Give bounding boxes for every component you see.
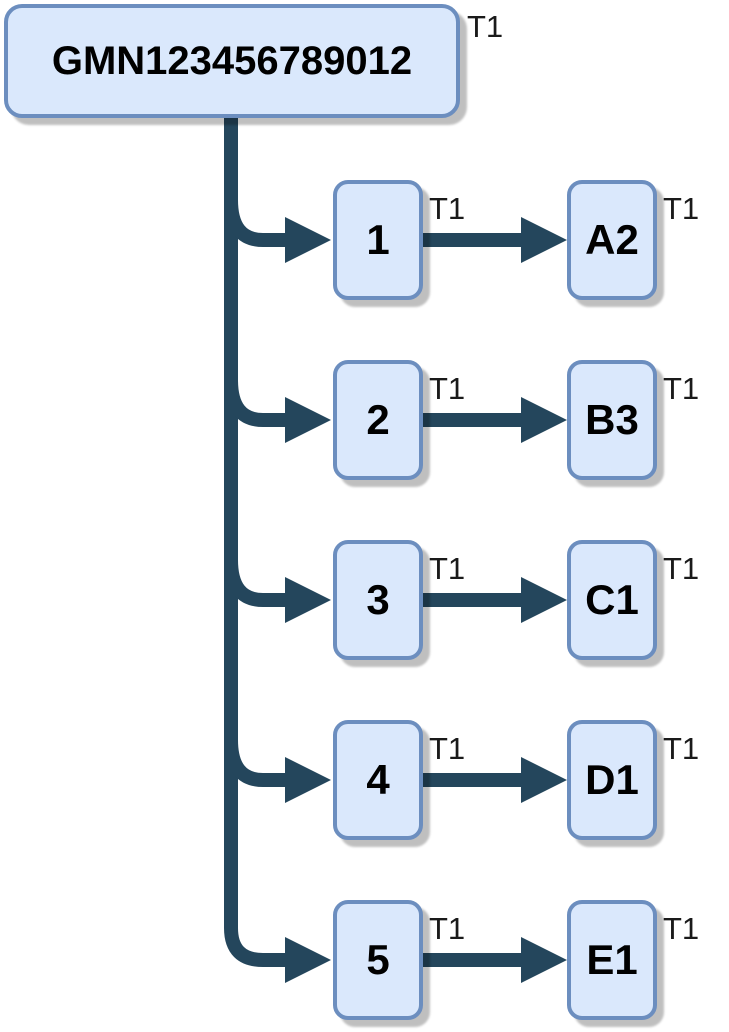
branch-arrowhead-row2 [285,397,331,443]
source-tag-row1: T1 [429,191,466,226]
branch-arrowhead-row5 [285,937,331,983]
target-tag-row3: T1 [663,551,700,586]
target-node-row3: C1 [567,540,657,660]
source-node-row5: 5 [333,900,423,1020]
target-node-row4: D1 [567,720,657,840]
branch-connector-row3 [224,559,285,607]
link-arrowhead-row3 [521,577,567,623]
source-tag-row4: T1 [429,731,466,766]
branch-connector-row1 [224,199,285,247]
branch-arrowhead-row4 [285,757,331,803]
root-node: GMN123456789012 [4,4,460,118]
target-tag-row2: T1 [663,371,700,406]
target-tag-row1: T1 [663,191,700,226]
trunk-connector [224,116,285,967]
target-node-row2: B3 [567,360,657,480]
branch-connector-row4 [224,739,285,787]
source-node-row3: 3 [333,540,423,660]
target-node-row1: A2 [567,180,657,300]
branch-arrowhead-row1 [285,217,331,263]
source-node-row1: 1 [333,180,423,300]
branch-arrowhead-row3 [285,577,331,623]
root-node-tag: T1 [467,9,504,44]
target-tag-row5: T1 [663,911,700,946]
source-node-row2: 2 [333,360,423,480]
link-arrowhead-row5 [521,937,567,983]
target-node-row5: E1 [567,900,657,1020]
link-arrowhead-row2 [521,397,567,443]
target-tag-row4: T1 [663,731,700,766]
branch-connector-row2 [224,379,285,427]
link-arrowhead-row4 [521,757,567,803]
source-node-row4: 4 [333,720,423,840]
source-tag-row3: T1 [429,551,466,586]
link-arrowhead-row1 [521,217,567,263]
source-tag-row5: T1 [429,911,466,946]
source-tag-row2: T1 [429,371,466,406]
